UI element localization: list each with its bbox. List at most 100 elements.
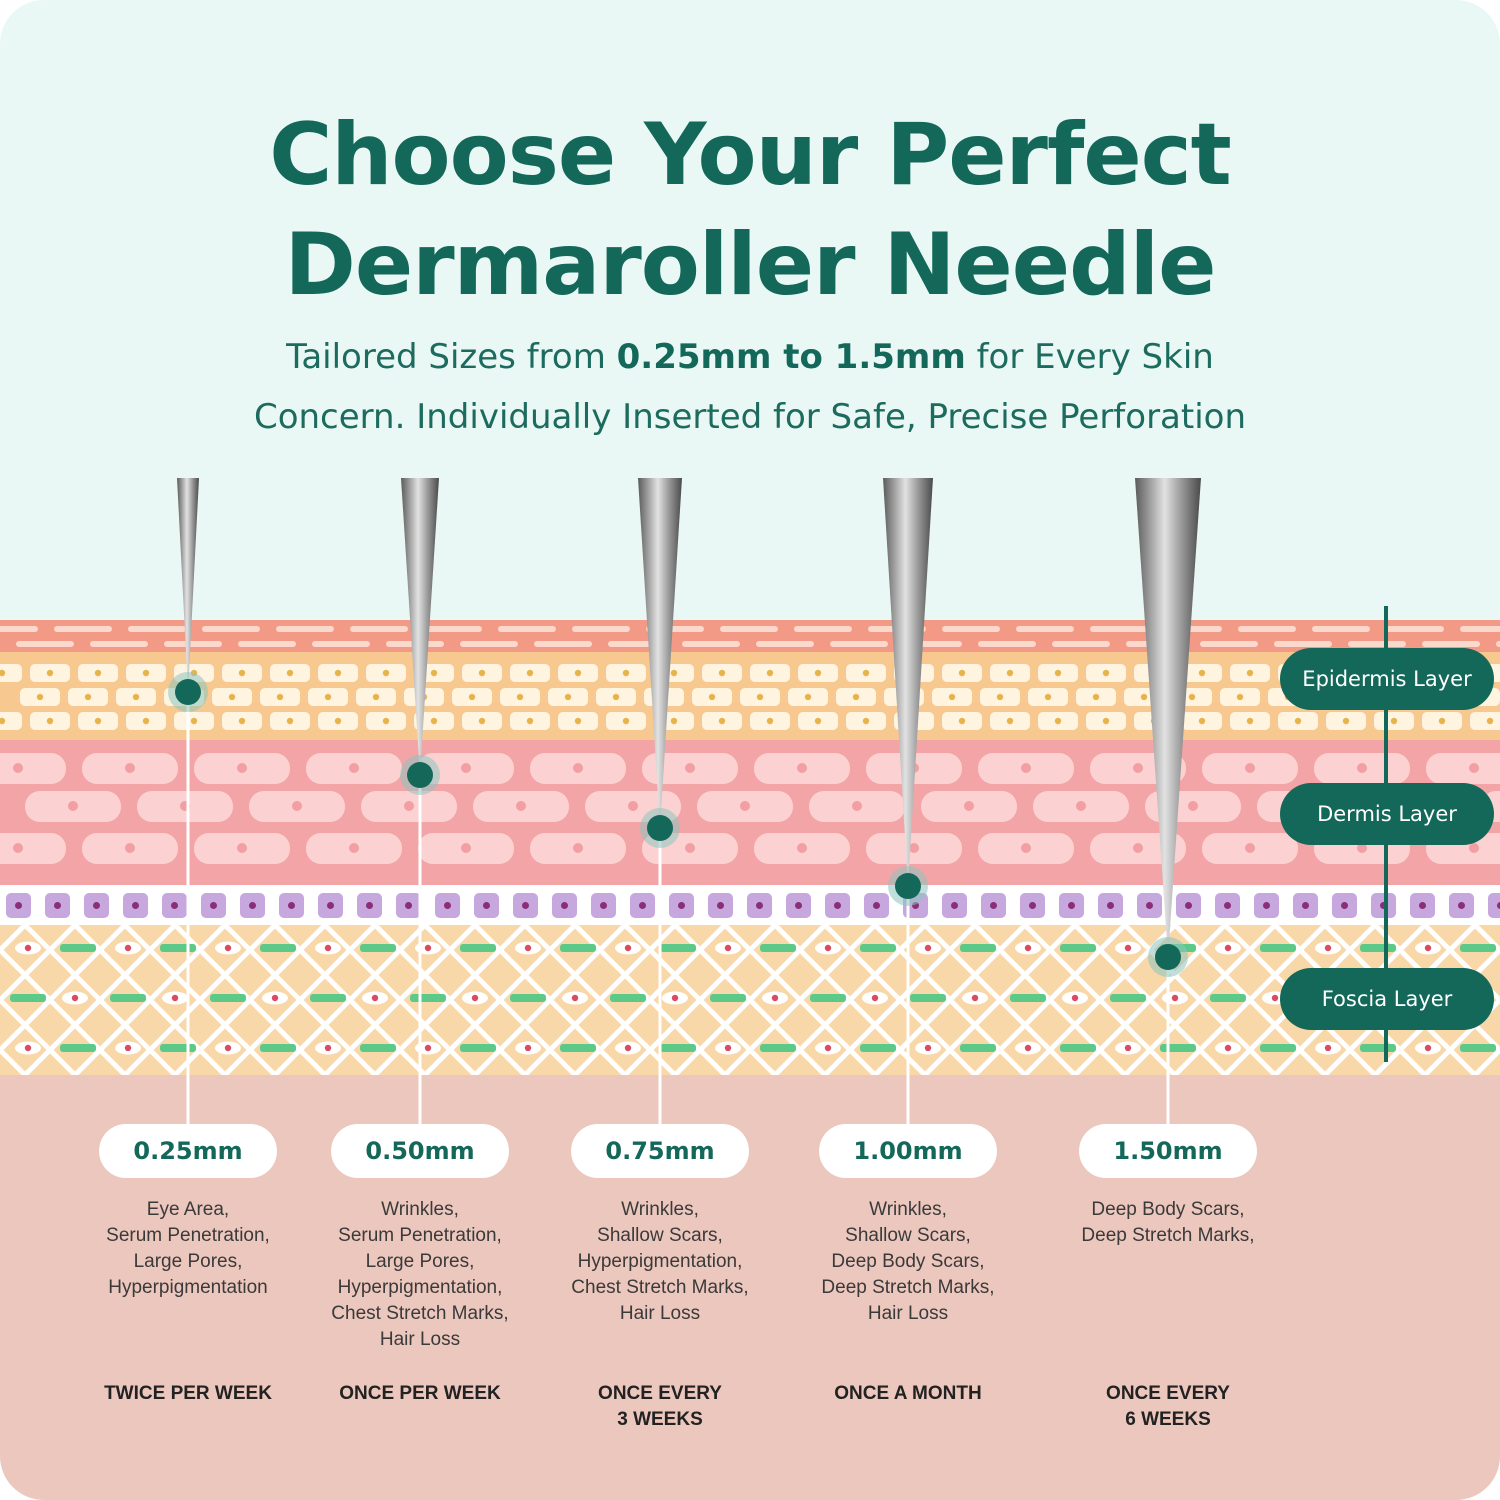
use-item: Wrinkles, bbox=[621, 1199, 699, 1220]
epidermis-nucleus bbox=[430, 669, 438, 677]
dermis-nucleus bbox=[573, 763, 583, 773]
epidermis-nucleus bbox=[238, 717, 246, 725]
subtitle-text: Tailored Sizes from bbox=[286, 337, 617, 377]
basal-nucleus bbox=[444, 902, 451, 909]
dermis-nucleus bbox=[404, 801, 414, 811]
fascia-fiber bbox=[660, 1044, 696, 1052]
epidermis-nucleus bbox=[814, 717, 822, 725]
epidermis-nucleus bbox=[574, 669, 582, 677]
fascia-fiber bbox=[860, 1044, 896, 1052]
fascia-cell-nucleus bbox=[171, 994, 179, 1002]
fascia-cell-nucleus bbox=[224, 1044, 232, 1052]
epidermis-nucleus bbox=[526, 717, 534, 725]
surface-strip bbox=[128, 626, 186, 632]
epidermis-layer-label: Epidermis Layer bbox=[1280, 648, 1494, 710]
surface-strip bbox=[90, 641, 148, 647]
basal-nucleus bbox=[1068, 902, 1075, 909]
basal-nucleus bbox=[1341, 902, 1348, 909]
fascia-cell-nucleus bbox=[1324, 1044, 1332, 1052]
frequency-line: 6 WEEKS bbox=[1125, 1409, 1211, 1430]
surface-strip bbox=[682, 641, 740, 647]
use-item: Chest Stretch Marks, bbox=[331, 1303, 509, 1324]
fascia-fiber bbox=[460, 944, 496, 952]
needle-uses: Wrinkles,Shallow Scars,Deep Body Scars,D… bbox=[793, 1197, 1023, 1327]
epidermis-nucleus bbox=[334, 717, 342, 725]
needle-depth-marker bbox=[1155, 944, 1181, 970]
dermis-nucleus bbox=[125, 843, 135, 853]
needle-uses: Deep Body Scars,Deep Stretch Marks, bbox=[1053, 1197, 1283, 1249]
epidermis-nucleus bbox=[948, 693, 956, 701]
fascia-fiber bbox=[860, 944, 896, 952]
epidermis-nucleus bbox=[36, 693, 44, 701]
fascia-cell-nucleus bbox=[24, 1044, 32, 1052]
basal-nucleus bbox=[288, 902, 295, 909]
fascia-fiber bbox=[1060, 944, 1096, 952]
use-item: Large Pores, bbox=[365, 1251, 475, 1272]
dermis-nucleus bbox=[1076, 801, 1086, 811]
surface-strip bbox=[1348, 641, 1406, 647]
fascia-cell-nucleus bbox=[1224, 944, 1232, 952]
fascia-cell-nucleus bbox=[1324, 944, 1332, 952]
epidermis-nucleus bbox=[574, 717, 582, 725]
surface-strip bbox=[942, 626, 1000, 632]
fascia-fiber bbox=[210, 994, 246, 1002]
epidermis-nucleus bbox=[334, 669, 342, 677]
epidermis-nucleus bbox=[84, 693, 92, 701]
fascia-fiber bbox=[360, 944, 396, 952]
dermis-nucleus bbox=[68, 801, 78, 811]
use-item: Chest Stretch Marks, bbox=[571, 1277, 749, 1298]
basal-nucleus bbox=[93, 902, 100, 909]
epidermis-nucleus bbox=[622, 717, 630, 725]
fascia-fiber bbox=[1010, 994, 1046, 1002]
surface-strip bbox=[1386, 626, 1444, 632]
epidermis-nucleus bbox=[1044, 693, 1052, 701]
surface-strip bbox=[1200, 641, 1258, 647]
frequency-line: ONCE EVERY bbox=[598, 1383, 722, 1404]
epidermis-nucleus bbox=[708, 693, 716, 701]
epidermis-nucleus bbox=[286, 669, 294, 677]
basal-nucleus bbox=[1029, 902, 1036, 909]
fascia-cell-nucleus bbox=[124, 944, 132, 952]
epidermis-nucleus bbox=[94, 669, 102, 677]
needle-1 bbox=[177, 478, 199, 692]
epidermis-nucleus bbox=[804, 693, 812, 701]
fascia-fiber bbox=[760, 1044, 796, 1052]
dermis-nucleus bbox=[461, 843, 471, 853]
epidermis-nucleus bbox=[756, 693, 764, 701]
fascia-cell-nucleus bbox=[524, 1044, 532, 1052]
use-item: Hair Loss bbox=[619, 1303, 701, 1324]
basal-nucleus bbox=[717, 902, 724, 909]
fascia-cell-nucleus bbox=[624, 944, 632, 952]
fascia-fiber bbox=[1160, 1044, 1196, 1052]
dermis-nucleus bbox=[1469, 843, 1479, 853]
dermis-nucleus bbox=[1133, 763, 1143, 773]
fascia-fiber bbox=[60, 944, 96, 952]
fascia-cell-nucleus bbox=[971, 994, 979, 1002]
dermis-cell bbox=[0, 833, 66, 864]
fascia-fiber bbox=[310, 994, 346, 1002]
surface-strip bbox=[534, 641, 592, 647]
fascia-fiber bbox=[160, 1044, 196, 1052]
surface-strip bbox=[1496, 641, 1500, 647]
dermis-nucleus bbox=[573, 843, 583, 853]
fascia-cell-nucleus bbox=[1271, 994, 1279, 1002]
dermis-nucleus bbox=[1245, 763, 1255, 773]
epidermis-cell bbox=[1470, 712, 1500, 730]
fascia-cell-nucleus bbox=[1124, 944, 1132, 952]
fascia-cell-nucleus bbox=[1224, 1044, 1232, 1052]
dermis-cell bbox=[1426, 753, 1500, 784]
basal-nucleus bbox=[483, 902, 490, 909]
surface-strip bbox=[238, 641, 296, 647]
surface-strip bbox=[498, 626, 556, 632]
fascia-cell-nucleus bbox=[271, 994, 279, 1002]
epidermis-nucleus bbox=[1342, 717, 1350, 725]
epidermis-nucleus bbox=[190, 717, 198, 725]
needle-size-label: 0.50mm bbox=[331, 1124, 509, 1178]
dermis-nucleus bbox=[13, 843, 23, 853]
fascia-cell-nucleus bbox=[824, 944, 832, 952]
dermis-nucleus bbox=[1133, 843, 1143, 853]
epidermis-nucleus bbox=[478, 669, 486, 677]
basal-nucleus bbox=[600, 902, 607, 909]
epidermis-cell bbox=[0, 664, 22, 682]
